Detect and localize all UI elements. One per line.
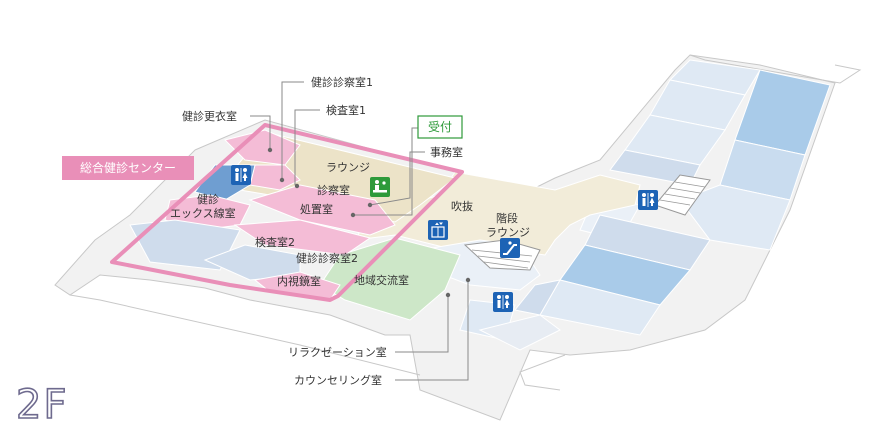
restroom-icon: [231, 165, 251, 185]
reception-icon: [370, 177, 390, 197]
elevator-icon: [428, 220, 448, 240]
label-shinsatsu: 診察室: [317, 183, 350, 197]
leader-dots: [267, 147, 471, 298]
label-koui: 健診更衣室: [182, 109, 237, 123]
reception-tag: 受付: [417, 115, 463, 139]
label-lounge-top: ラウンジ: [326, 161, 370, 174]
label-kaidan: 階段: [496, 211, 518, 225]
label-shinsatsu1: 健診診察室1: [311, 75, 373, 89]
label-shochi: 処置室: [300, 202, 333, 216]
stairs: [463, 174, 711, 271]
room-labels: 健診診察室1 検査室1 健診更衣室 事務室 ラウンジ 診察室 処置室 健診 エッ…: [170, 75, 530, 387]
health-center-outline: [110, 123, 464, 302]
label-naishikyo: 内視鏡室: [277, 274, 321, 288]
escalator-icon: [500, 238, 520, 258]
label-relax: リラクゼーション室: [288, 345, 387, 359]
reception-tag-text: 受付: [428, 120, 452, 134]
floor-label: 2F: [16, 382, 68, 428]
label-counseling: カウンセリング室: [294, 373, 382, 387]
label-xray-2: エックス線室: [170, 206, 236, 220]
label-shinsatsu2: 健診診察室2: [296, 251, 358, 265]
label-fukinuke: 吹抜: [451, 199, 473, 213]
restroom-icon: [493, 292, 513, 312]
label-jimu: 事務室: [430, 145, 463, 159]
restroom-icon: [638, 190, 658, 210]
center-tag-text: 総合健診センター: [80, 160, 176, 175]
right-wing: [459, 59, 831, 351]
leader-lines: [250, 81, 469, 381]
label-kensa2: 検査室2: [255, 235, 295, 249]
label-chiiki: 地域交流室: [354, 273, 409, 287]
label-xray-1: 健診: [197, 192, 219, 206]
label-kensa1: 検査室1: [326, 103, 366, 117]
label-lounge-right: ラウンジ: [486, 226, 530, 239]
center-tag: 総合健診センター: [62, 156, 194, 180]
